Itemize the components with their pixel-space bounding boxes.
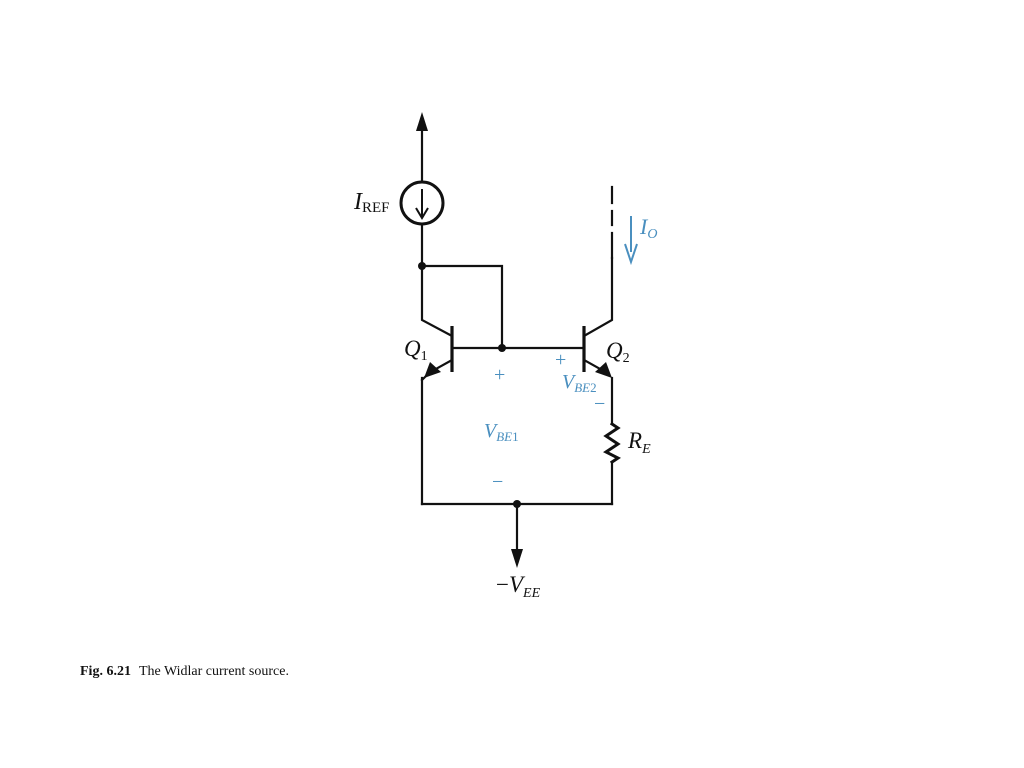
q2-emitter bbox=[582, 358, 612, 378]
label-io: IO bbox=[639, 214, 657, 242]
label-re: RE bbox=[627, 428, 651, 457]
label-iref: IREF bbox=[353, 189, 390, 216]
io-arrow bbox=[624, 216, 638, 266]
label-vbe1: VBE1 bbox=[484, 420, 519, 444]
node-base bbox=[498, 344, 506, 352]
vee-arrow bbox=[511, 502, 523, 568]
wire-diode-connection bbox=[420, 264, 504, 350]
current-source-iref bbox=[399, 180, 445, 226]
label-q2: Q2 bbox=[606, 338, 630, 366]
vbe2-plus: + bbox=[555, 349, 566, 371]
figure-caption-text: The Widlar current source. bbox=[138, 664, 289, 679]
label-q1: Q1 bbox=[404, 336, 428, 364]
wire-q2-collector bbox=[582, 256, 614, 338]
vbe1-plus: + bbox=[494, 364, 505, 386]
figure-number: Fig. 6.21 bbox=[80, 664, 131, 679]
resistor-re bbox=[603, 421, 621, 465]
wire-q1-collector bbox=[420, 264, 454, 338]
vbe1-minus: − bbox=[492, 471, 503, 493]
label-vbe2: VBE2 bbox=[562, 371, 597, 395]
top-arrow bbox=[416, 112, 428, 182]
vbe2-minus: − bbox=[594, 393, 605, 415]
label-vee: −VEE bbox=[496, 572, 541, 601]
figure-caption: Fig. 6.21 The Widlar current source. bbox=[80, 664, 289, 680]
